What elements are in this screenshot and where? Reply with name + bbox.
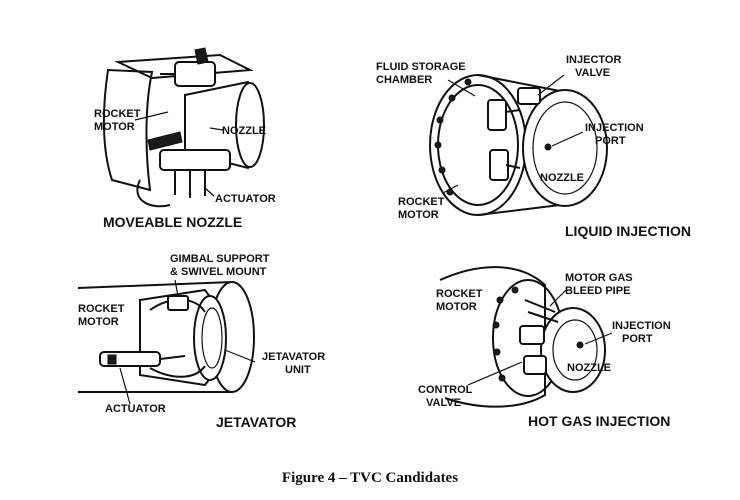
jetavator-actuator-label: ACTUATOR [105,403,166,415]
hot-gas-injection-drawing [439,266,613,408]
jetavator-panel: GIMBAL SUPPORT & SWIVEL MOUNT ROCKET MOT… [77,253,325,430]
jetavator-rocket-label-2: MOTOR [78,316,119,328]
moveable-nozzle-actuator-label: ACTUATOR [215,193,276,205]
hot-gas-bleed-label-2: BLEED PIPE [565,285,630,297]
liquid-injection-port-label-1: INJECTION [585,122,644,134]
hot-gas-valve-label-1: CONTROL [418,384,473,396]
liquid-injection-storage-label-2: CHAMBER [376,74,432,86]
jetavator-unit-label-2: UNIT [285,364,311,376]
hot-gas-bleed-label-1: MOTOR GAS [565,272,633,284]
jetavator-title: JETAVATOR [216,414,296,430]
hot-gas-rocket-label-1: ROCKET [436,288,483,300]
jetavator-rocket-label-1: ROCKET [78,303,125,315]
liquid-injection-injector-label-1: INJECTOR [566,54,621,66]
liquid-injection-port-label-2: PORT [595,135,626,147]
moveable-nozzle-rocket-label-2: MOTOR [94,121,135,133]
jetavator-gimbal-label-2: & SWIVEL MOUNT [170,266,267,278]
liquid-injection-rocket-label-2: MOTOR [398,209,439,221]
hot-gas-injection-panel: ROCKET MOTOR MOTOR GAS BLEED PIPE INJECT… [418,266,671,429]
moveable-nozzle-drawing [102,47,265,208]
jetavator-gimbal-label-1: GIMBAL SUPPORT [170,253,270,265]
moveable-nozzle-nozzle-label: NOZZLE [222,125,266,137]
hot-gas-injection-title: HOT GAS INJECTION [528,413,670,429]
figure-caption: Figure 4 – TVC Candidates [282,470,458,486]
liquid-injection-nozzle-label: NOZZLE [540,172,584,184]
hot-gas-valve-label-2: VALVE [426,397,461,409]
hot-gas-port-label-2: PORT [622,333,653,345]
hot-gas-nozzle-label: NOZZLE [567,362,611,374]
liquid-injection-rocket-label-1: ROCKET [398,196,445,208]
liquid-injection-storage-label-1: FLUID STORAGE [376,61,466,73]
moveable-nozzle-panel: ROCKET MOTOR NOZZLE ACTUATOR MOVEABLE NO… [94,47,276,230]
liquid-injection-injector-label-2: VALVE [575,67,610,79]
hot-gas-rocket-label-2: MOTOR [436,301,477,313]
moveable-nozzle-title: MOVEABLE NOZZLE [103,214,242,230]
liquid-injection-title: LIQUID INJECTION [565,223,691,239]
moveable-nozzle-rocket-label-1: ROCKET [94,108,141,120]
jetavator-drawing [77,279,256,405]
jetavator-unit-label-1: JETAVATOR [262,351,325,363]
liquid-injection-panel: FLUID STORAGE CHAMBER INJECTOR VALVE INJ… [376,54,691,239]
liquid-injection-drawing [429,74,608,216]
hot-gas-port-label-1: INJECTION [612,320,671,332]
